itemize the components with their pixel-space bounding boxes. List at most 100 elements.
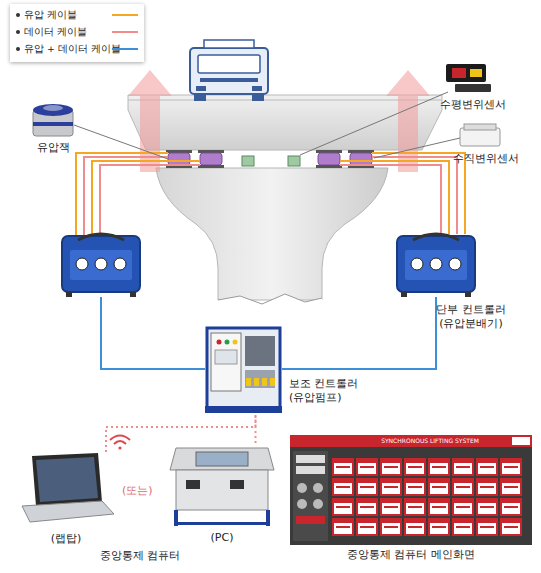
end-controller xyxy=(413,234,459,240)
hydraulic-data-cable xyxy=(92,161,200,236)
pump-unit xyxy=(225,340,230,345)
legend-row: 데이터 케이블 xyxy=(16,25,140,39)
main-screen xyxy=(356,478,378,496)
main-screen xyxy=(293,451,328,541)
legend-swatch xyxy=(112,14,138,16)
main-screen xyxy=(296,466,325,474)
pump-unit xyxy=(246,378,251,386)
bearing-jack xyxy=(350,153,372,165)
pump-unit xyxy=(262,378,267,386)
end-controller xyxy=(62,234,140,297)
main-screen xyxy=(332,518,354,536)
sensor-image xyxy=(446,64,486,82)
sensor-image xyxy=(446,64,491,92)
pump-unit xyxy=(215,350,237,364)
pump-unit xyxy=(270,378,275,386)
legend-box: 유압 케이블데이터 케이블유압 + 데이터 케이블 xyxy=(10,4,144,62)
hydraulic-data-cable xyxy=(340,165,441,234)
main-screen xyxy=(500,478,522,496)
end-controller xyxy=(397,234,475,297)
cable-connector xyxy=(255,415,257,443)
main-screen xyxy=(332,478,354,496)
node-label: 단부 컨트롤러 (유압분배기) xyxy=(421,303,521,331)
pc-console xyxy=(176,470,268,510)
main-screen xyxy=(404,478,426,496)
leader-line xyxy=(74,125,168,159)
pump-unit xyxy=(245,336,275,366)
end-controller xyxy=(114,258,126,270)
cable-connector xyxy=(282,297,436,369)
legend-bullet xyxy=(16,47,20,51)
pc-console xyxy=(196,452,248,466)
main-screen xyxy=(452,458,474,476)
end-controller xyxy=(430,258,442,270)
hydraulic-data-cable xyxy=(101,297,205,369)
truck xyxy=(252,94,264,101)
main-screen xyxy=(404,458,426,476)
main-screen: SYNCHRONOUS LIFTING SYSTEM중앙통제 컴퓨터 메인화면 xyxy=(290,435,532,545)
truck xyxy=(252,86,262,91)
wifi-symbol xyxy=(110,436,130,441)
main-screen xyxy=(297,483,307,493)
pc-console xyxy=(170,448,274,526)
main-screen xyxy=(500,498,522,516)
horizontal-sensor: 수평변위센서 xyxy=(442,60,494,96)
hydraulic-data-cable xyxy=(372,157,457,234)
main-screen xyxy=(452,518,474,536)
truck xyxy=(190,48,268,94)
pier xyxy=(156,168,388,312)
sensor-image xyxy=(464,124,496,130)
main-screen xyxy=(380,478,402,496)
main-screen xyxy=(290,435,532,545)
girder xyxy=(128,95,442,150)
legend-row: 유압 케이블 xyxy=(16,8,140,22)
sensor-image xyxy=(460,128,500,146)
sensor-image xyxy=(452,68,466,78)
bearing-jack xyxy=(168,153,190,165)
wifi-symbol xyxy=(118,446,121,449)
jack-image xyxy=(33,104,73,136)
main-screen xyxy=(428,478,450,496)
bearing-jack xyxy=(242,156,254,166)
laptop-image xyxy=(22,501,114,522)
legend-text: 유압 + 데이터 케이블 xyxy=(24,42,121,56)
bearing-jack xyxy=(200,153,222,165)
node-label: (PC) xyxy=(168,531,276,545)
vertical-sensor: 수직변위센서 xyxy=(455,124,505,150)
pump-unit xyxy=(217,340,222,345)
pump-unit xyxy=(254,378,259,386)
pump-unit xyxy=(245,370,275,388)
truck xyxy=(200,78,258,82)
pc-console xyxy=(230,480,244,489)
legend-swatch xyxy=(112,48,138,50)
laptop-image xyxy=(36,457,98,502)
pump-unit xyxy=(205,328,282,413)
jack-image xyxy=(33,122,73,126)
main-screen xyxy=(296,516,325,524)
main-screen xyxy=(332,458,354,476)
cable-connector xyxy=(106,415,256,452)
aux-controller: 보조 컨트롤러 (유압펌프) xyxy=(205,323,282,415)
sensor-image xyxy=(460,124,500,146)
main-screen xyxy=(380,518,402,536)
node-label: (랩탑) xyxy=(18,532,114,546)
girder xyxy=(128,100,442,101)
bearing-jack xyxy=(288,156,300,166)
legend-swatch xyxy=(112,31,138,33)
pump-unit xyxy=(205,406,282,413)
main-screen xyxy=(476,498,498,516)
hydraulic-data-cable xyxy=(76,153,465,236)
main-screen xyxy=(500,458,522,476)
node-label: 유압잭 xyxy=(18,141,88,155)
main-screen xyxy=(290,435,532,447)
end-controller xyxy=(95,258,107,270)
node-label: 중앙통제 컴퓨터 메인화면 xyxy=(290,548,532,562)
main-screen xyxy=(428,458,450,476)
pc: (PC) xyxy=(168,443,276,527)
main-screen xyxy=(332,498,354,516)
node-label: 보조 컨트롤러 (유압펌프) xyxy=(289,377,379,405)
main-screen xyxy=(356,458,378,476)
